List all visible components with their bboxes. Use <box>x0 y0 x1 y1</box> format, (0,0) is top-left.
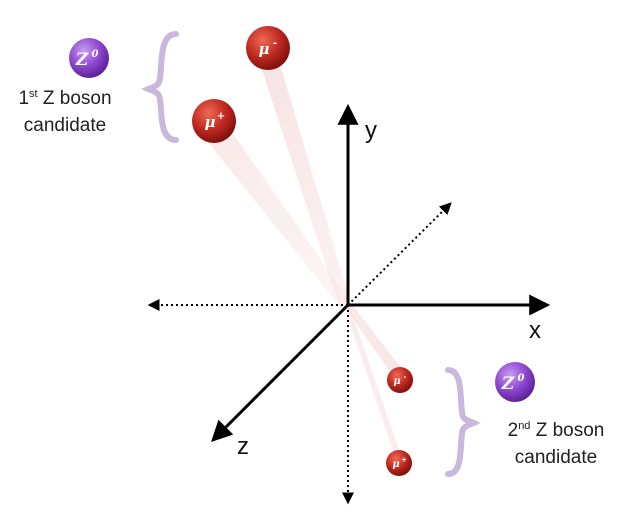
track-muon-plus-2 <box>344 305 402 460</box>
muon-charge: - <box>404 372 407 381</box>
muon-charge: + <box>401 455 407 464</box>
negative-axes <box>147 202 452 505</box>
first-muon-plus: μ + <box>192 99 236 143</box>
z-axis-label: z <box>237 433 249 460</box>
caption-number: 1 <box>18 88 29 109</box>
positive-axes <box>211 103 551 442</box>
second-z-boson: Z 0 <box>495 362 535 402</box>
boson-symbol: Z <box>501 374 515 394</box>
muon-symbol: μ <box>393 376 400 387</box>
muon-sphere <box>246 26 290 70</box>
negative-z-axis <box>347 202 452 306</box>
caption-ordinal: st <box>29 88 38 100</box>
second-candidate-group: μ - μ + Z 0 2nd Z boson candidate <box>386 362 605 477</box>
boson-sphere <box>69 38 109 78</box>
first-candidate-group: Z 0 1st Z boson candidate μ - μ + <box>18 26 290 143</box>
first-z-boson: Z 0 <box>69 38 109 78</box>
muon-sphere <box>387 367 413 393</box>
second-candidate-caption-line1: 2nd Z boson <box>508 420 605 441</box>
muon-charge: - <box>273 38 277 49</box>
muon-symbol: μ <box>392 459 399 470</box>
muon-symbol: μ <box>205 113 216 131</box>
first-candidate-caption-line1: 1st Z boson <box>18 88 111 109</box>
muon-symbol: μ <box>259 40 270 58</box>
boson-symbol: Z <box>75 50 89 70</box>
muon-sphere <box>386 450 412 476</box>
second-candidate-brace <box>445 367 481 477</box>
x-axis-label: x <box>529 317 541 344</box>
second-muon-minus: μ - <box>387 367 413 393</box>
first-candidate-brace <box>141 31 179 143</box>
muon-sphere <box>192 99 236 143</box>
z-axis <box>211 303 350 442</box>
boson-sphere <box>495 362 535 402</box>
caption-text: Z boson <box>38 88 112 109</box>
first-muon-minus: μ - <box>246 26 290 70</box>
caption-ordinal: nd <box>518 420 530 432</box>
track-muon-minus-2 <box>344 302 404 380</box>
caption-number: 2 <box>508 420 519 441</box>
second-candidate-caption-line2: candidate <box>515 447 597 468</box>
first-candidate-caption-line2: candidate <box>24 115 106 136</box>
track-muon-plus-1 <box>200 118 352 312</box>
track-muon-minus-1 <box>258 58 352 308</box>
boson-superscript: 0 <box>92 49 99 60</box>
y-axis-label: y <box>365 117 377 144</box>
muon-charge: + <box>217 111 225 122</box>
muon-tracks <box>200 58 404 460</box>
second-muon-plus: μ + <box>386 450 412 476</box>
boson-superscript: 0 <box>518 373 525 384</box>
caption-text: Z boson <box>530 420 604 441</box>
